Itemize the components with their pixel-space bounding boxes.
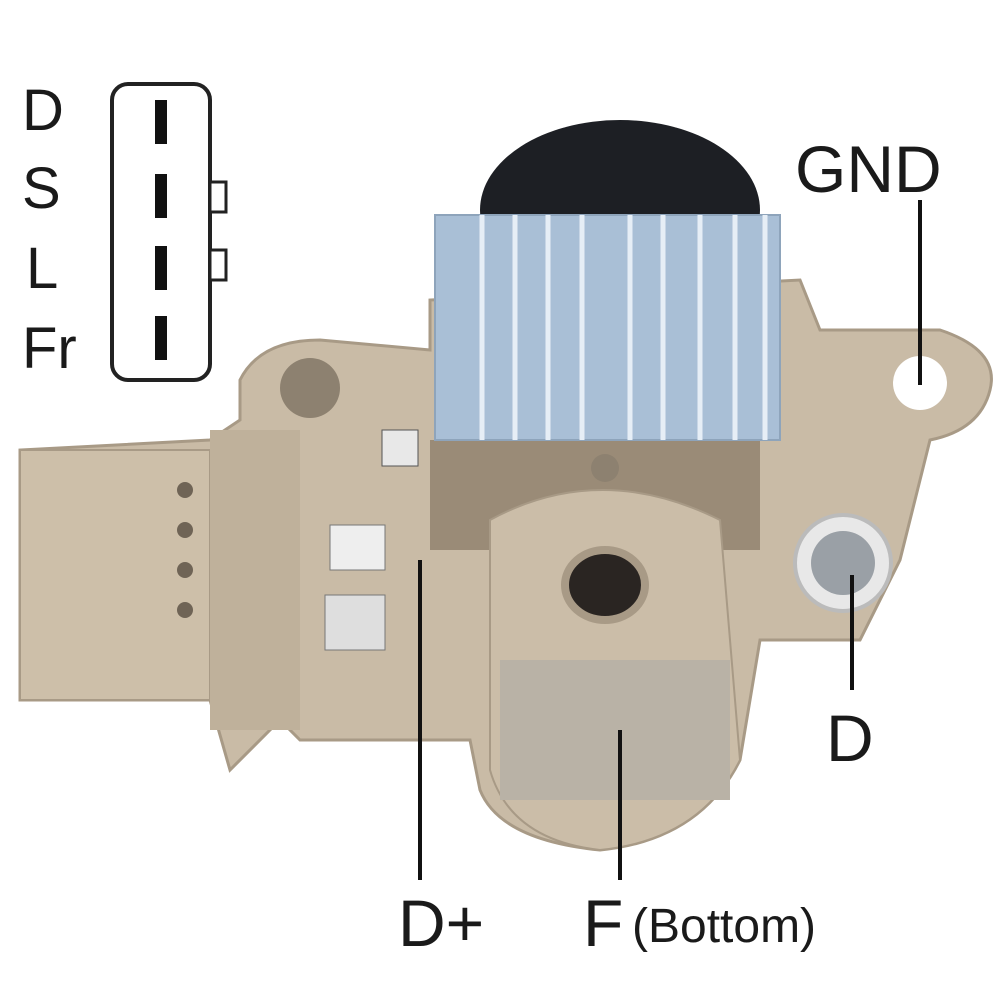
f-label: F xyxy=(583,886,624,960)
connector-schematic xyxy=(110,82,228,382)
regulator-body xyxy=(18,120,993,852)
f-bottom-note: (Bottom) xyxy=(632,900,817,953)
pin-label-l: L xyxy=(26,236,59,301)
heatsink xyxy=(434,214,781,441)
pin-label-s: S xyxy=(22,156,61,221)
pin-label-d: D xyxy=(22,78,64,143)
gnd-label: GND xyxy=(795,132,942,206)
leader-lines xyxy=(418,200,922,880)
d-plus-label: D+ xyxy=(398,886,485,960)
d-terminal-label: D xyxy=(826,701,874,775)
pin-label-fr: Fr xyxy=(22,316,77,381)
